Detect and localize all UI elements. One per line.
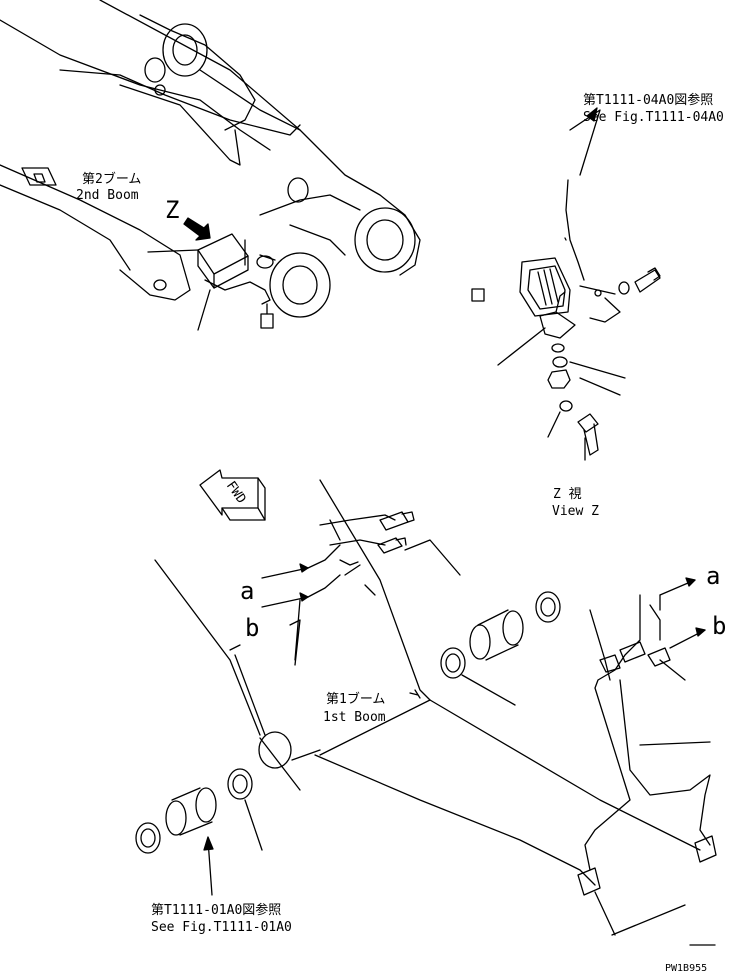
conn-a-right: a xyxy=(706,562,720,590)
boom1-label-jp: 第1ブーム xyxy=(326,691,385,707)
view-z-en: View Z xyxy=(552,504,599,519)
conn-b-right: b xyxy=(712,612,726,640)
ref-top-jp: 第T1111-04A0図参照 xyxy=(583,92,713,108)
view-z-arrow xyxy=(183,217,211,241)
conn-b-left: b xyxy=(245,614,259,642)
ref-bottom-en: See Fig.T1111-01A0 xyxy=(151,920,292,935)
drawing-number: PW1B955 xyxy=(665,963,707,974)
ref-bottom-jp: 第T1111-01A0図参照 xyxy=(151,902,281,918)
boom2-label-en: 2nd Boom xyxy=(76,188,139,203)
boom2-label-jp: 第2ブーム xyxy=(82,171,141,187)
boom1-label-en: 1st Boom xyxy=(323,710,386,725)
view-z-letter: Z xyxy=(165,196,179,224)
first-boom-drawing xyxy=(135,469,717,946)
conn-a-left: a xyxy=(240,577,254,605)
fwd-label: FWD xyxy=(223,479,249,507)
ref-top-en: See Fig.T1111-04A0 xyxy=(583,110,724,125)
second-boom-drawing xyxy=(0,0,421,331)
view-z-jp: Z 視 xyxy=(553,487,582,502)
view-z-lamp-detail xyxy=(471,107,661,461)
text-labels: 第T1111-04A0図参照 See Fig.T1111-04A0 第2ブーム … xyxy=(76,92,726,974)
